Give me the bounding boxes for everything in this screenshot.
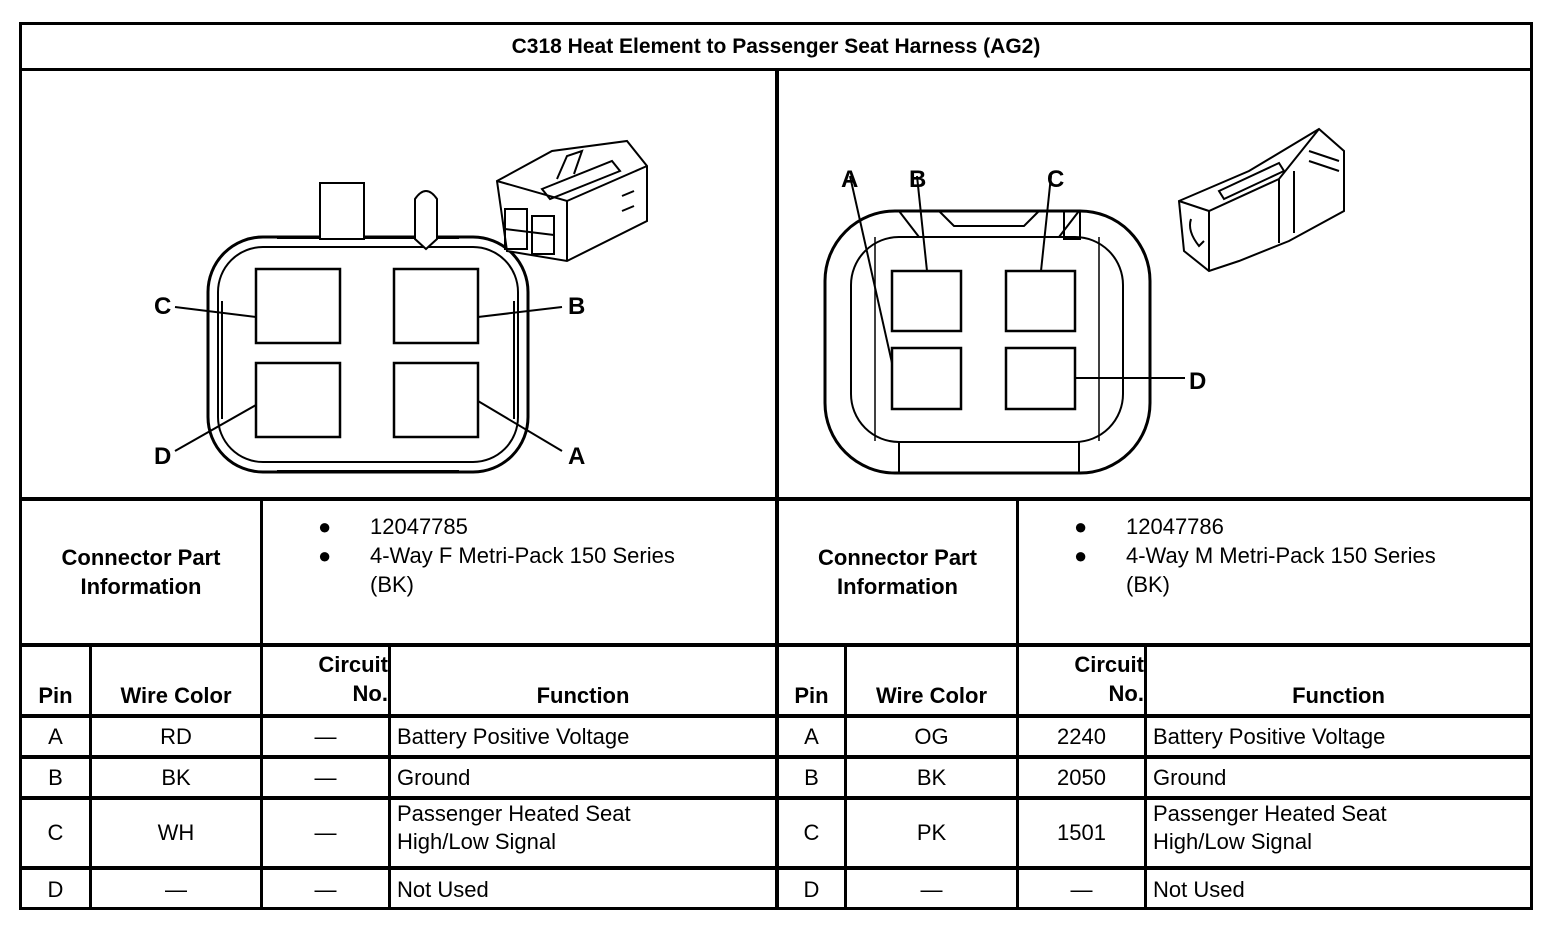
part-info-list: ● 12047786 ● 4-Way M Metri-Pack 150 Series… bbox=[1074, 512, 1436, 599]
table-cell-pin: A bbox=[48, 723, 63, 749]
table-cell-pin: B bbox=[48, 764, 63, 790]
bullet: ● bbox=[1074, 514, 1088, 539]
divider bbox=[388, 645, 391, 910]
table-cell-function: Not Used bbox=[397, 877, 489, 902]
divider bbox=[260, 499, 263, 910]
divider bbox=[1144, 645, 1147, 910]
table-cell-pin: A bbox=[804, 723, 819, 749]
table-cell-wire-color: WH bbox=[157, 820, 195, 845]
table-cell-function: Ground bbox=[397, 764, 471, 790]
table-cell-wire-color: OG bbox=[914, 723, 949, 749]
divider bbox=[775, 69, 779, 910]
table-cell-circuit: 2050 bbox=[1057, 764, 1106, 790]
connector-part-info-label: Connector Part Information bbox=[61, 545, 221, 599]
table-cell-pin: D bbox=[803, 877, 820, 902]
table-cell-circuit: — bbox=[314, 764, 337, 790]
bullet: ● bbox=[1074, 543, 1088, 568]
header-function: Function bbox=[536, 683, 630, 708]
pin-label-b: B bbox=[909, 166, 926, 193]
table-cell-function: Not Used bbox=[1153, 877, 1245, 902]
table-cell-function: Battery Positive Voltage bbox=[397, 723, 630, 749]
table-cell-pin: C bbox=[803, 820, 820, 845]
part-info-list: ● 12047785 ● 4-Way F Metri-Pack 150 Series… bbox=[318, 512, 675, 599]
bullet: ● bbox=[318, 514, 332, 539]
pin-label-c: C bbox=[1047, 166, 1064, 193]
bullet: ● bbox=[318, 543, 332, 568]
table-cell-function: Battery Positive Voltage bbox=[1153, 723, 1386, 749]
header-pin: Pin bbox=[794, 683, 829, 708]
pin-label-a: A bbox=[841, 166, 858, 193]
pin-label-d: D bbox=[1189, 368, 1206, 395]
table-cell-circuit: — bbox=[314, 877, 337, 902]
table-cell-wire-color: PK bbox=[916, 820, 947, 845]
pin-label-c: C bbox=[154, 293, 171, 320]
table-cell-circuit: — bbox=[314, 820, 337, 845]
connector-part-info-label: Connector Part Information bbox=[818, 545, 977, 599]
header-circuit: Circuit No. bbox=[318, 651, 388, 706]
table-cell-wire-color: BK bbox=[916, 764, 947, 790]
table-cell-wire-color: — bbox=[165, 877, 187, 902]
table-cell-function: Passenger Heated Seat High/Low Signal bbox=[397, 801, 631, 854]
header-circuit: Circuit No. bbox=[1074, 651, 1144, 706]
divider bbox=[844, 645, 847, 910]
table-cell-pin: D bbox=[47, 877, 64, 902]
connector-table: C318 Heat Element to Passenger Seat Harn… bbox=[19, 22, 1533, 910]
header-wire-color: Wire Color bbox=[120, 683, 232, 708]
table-cell-circuit: — bbox=[314, 723, 337, 749]
header-pin: Pin bbox=[38, 683, 73, 708]
male-connector-diagram: A B C D bbox=[823, 127, 1345, 475]
divider bbox=[1016, 499, 1019, 910]
part-color: (BK) bbox=[370, 572, 414, 597]
table-cell-wire-color: BK bbox=[161, 764, 191, 790]
female-connector-diagram: C B D A bbox=[154, 139, 648, 474]
table-cell-wire-color: — bbox=[920, 877, 943, 902]
header-wire-color: Wire Color bbox=[875, 683, 988, 708]
part-color: (BK) bbox=[1126, 572, 1170, 597]
part-number: 12047786 bbox=[1126, 514, 1224, 539]
pin-label-b: B bbox=[568, 293, 585, 320]
header-function: Function bbox=[1292, 683, 1385, 708]
table-cell-function: Ground bbox=[1153, 764, 1227, 790]
pin-label-a: A bbox=[568, 443, 585, 470]
part-description: 4-Way F Metri-Pack 150 Series bbox=[370, 543, 675, 568]
pin-label-d: D bbox=[154, 443, 171, 470]
table-cell-pin: C bbox=[47, 820, 64, 845]
table-cell-pin: B bbox=[804, 764, 819, 790]
part-description: 4-Way M Metri-Pack 150 Series bbox=[1126, 543, 1436, 568]
table-cell-circuit: — bbox=[1070, 877, 1093, 902]
table-cell-wire-color: RD bbox=[160, 723, 192, 749]
table-cell-circuit: 2240 bbox=[1057, 723, 1106, 749]
part-number: 12047785 bbox=[370, 514, 468, 539]
table-title: C318 Heat Element to Passenger Seat Harn… bbox=[511, 35, 1041, 58]
table-cell-circuit: 1501 bbox=[1057, 820, 1106, 845]
table-cell-function: Passenger Heated Seat High/Low Signal bbox=[1153, 801, 1387, 854]
divider bbox=[89, 645, 92, 910]
